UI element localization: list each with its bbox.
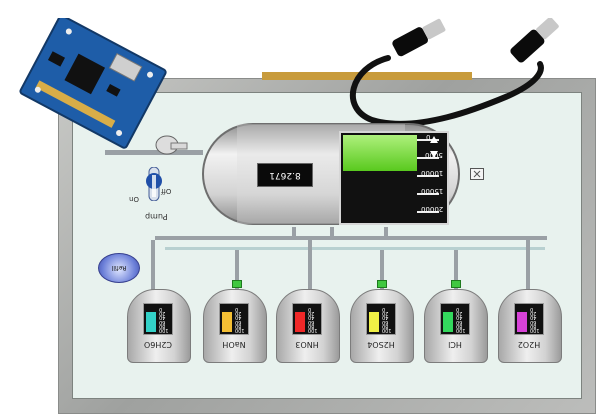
tank-feed-3 <box>308 240 312 290</box>
tank-scale-label: 100 <box>308 327 318 333</box>
tank-scale-label: 100 <box>530 327 540 333</box>
pipe-riser-1 <box>292 227 296 240</box>
numeric-readout: 8.2671 <box>257 163 313 187</box>
gauge-tick-4: 20000 <box>421 205 444 213</box>
pump-off-label: Off <box>161 187 172 195</box>
tank-feed-4 <box>380 250 384 290</box>
gauge-scale <box>417 133 447 223</box>
controller-board <box>19 18 167 149</box>
tank-feed-1 <box>151 240 155 290</box>
tank-level <box>146 312 156 332</box>
valve-h2so4[interactable] <box>377 280 387 288</box>
tank-scale-label: 100 <box>382 327 392 333</box>
tank-level <box>443 312 453 332</box>
valve-naoh[interactable] <box>232 280 242 288</box>
main-gauge: 0 5000 10000 15000 20000 <box>339 131 449 225</box>
hdmi-cable <box>350 18 559 127</box>
tank-label: HNO3 <box>295 340 319 349</box>
valve-hcl[interactable] <box>451 280 461 288</box>
tank-level <box>295 312 305 332</box>
pump-on-label: On <box>129 195 139 203</box>
gauge-fill <box>343 135 417 171</box>
tank-label: NaOH <box>222 340 246 349</box>
tank-level <box>369 312 379 332</box>
return-pipe <box>165 247 545 250</box>
settings-toggle-icon[interactable] <box>470 168 484 180</box>
gauge-arrow-up-icon <box>430 136 438 143</box>
tank-scale-label: 100 <box>456 327 466 333</box>
tank-label: H2SO4 <box>367 340 395 349</box>
tank-feed-5 <box>454 250 458 290</box>
tank-feed-6 <box>526 240 530 290</box>
pump-switch[interactable] <box>141 167 167 201</box>
pipe-riser-3 <box>384 227 388 240</box>
pump-cap <box>155 135 188 155</box>
pipe-riser-2 <box>330 227 334 240</box>
gauge-tick-2: 10000 <box>421 169 444 177</box>
tank-label: HCl <box>448 340 462 349</box>
gauge-tick-3: 15000 <box>421 187 444 195</box>
flex-ribbon <box>262 72 472 80</box>
tank-scale-label: 100 <box>159 327 169 333</box>
tank-feed-2 <box>235 250 239 290</box>
tank-scale-label: 100 <box>235 327 245 333</box>
gauge-arrow-down-icon <box>430 151 438 158</box>
pump-pipe <box>105 150 203 155</box>
tank-label: C2H6O <box>143 340 173 349</box>
tank-label: H2O2 <box>517 340 541 349</box>
tank-level <box>222 312 232 332</box>
refill-button[interactable]: Refill <box>98 253 140 283</box>
pump-label: Pump <box>145 212 168 221</box>
distribution-pipe <box>155 236 547 240</box>
tank-level <box>517 312 527 332</box>
